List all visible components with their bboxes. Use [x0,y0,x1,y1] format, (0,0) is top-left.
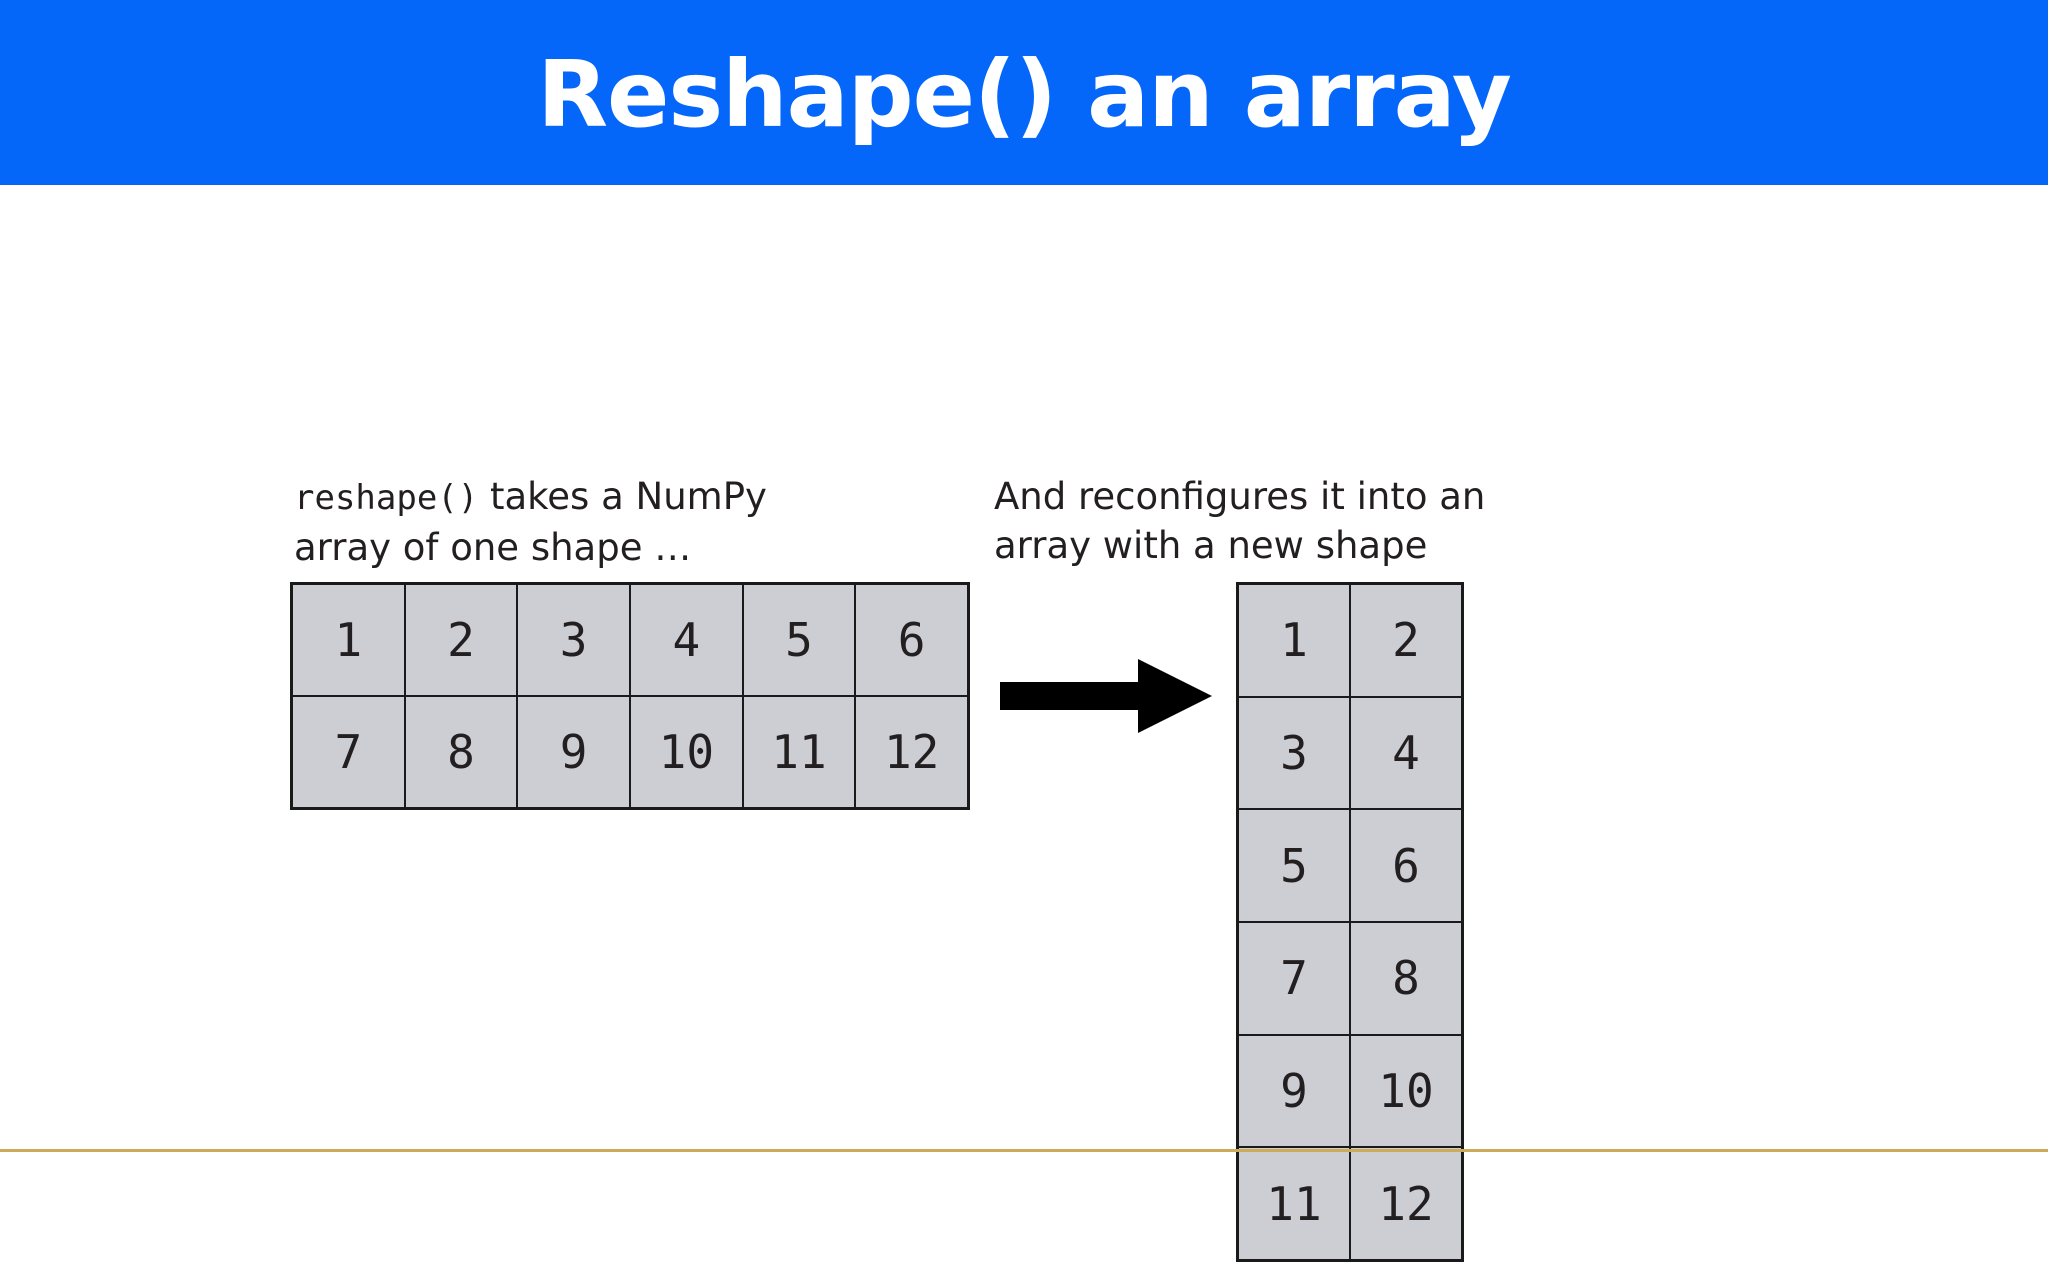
array-cell: 11 [1239,1148,1349,1259]
array-cell: 4 [630,585,742,695]
array-cell: 9 [518,697,629,807]
array-cell: 1 [1239,585,1349,696]
header-banner: Reshape() an array [0,0,2048,185]
array-cell: 6 [856,585,967,695]
array-cell: 3 [1239,697,1349,809]
array-cell: 5 [1239,810,1349,921]
array-cell: 6 [1351,810,1461,921]
array-cell: 1 [293,585,404,695]
array-cell: 9 [1239,1035,1349,1147]
array-cell: 12 [856,697,967,807]
array-cell: 11 [743,697,855,807]
array-cell: 4 [1351,697,1461,809]
source-array-grid: 1 2 3 4 5 6 7 8 9 10 11 12 [290,582,970,810]
array-cell: 3 [518,585,629,695]
array-cell: 12 [1351,1148,1461,1259]
array-cell: 2 [405,585,517,695]
array-cell: 8 [1351,922,1461,1034]
footer-rule [0,1149,2048,1152]
slide-body: reshape() takes a NumPy array of one sha… [0,185,2048,1262]
caption-left: reshape() takes a NumPy array of one sha… [294,423,854,572]
array-cell: 5 [743,585,855,695]
caption-left-code: reshape() [294,478,479,518]
array-cell: 7 [293,697,404,807]
array-cell: 10 [630,697,742,807]
array-cell: 10 [1351,1035,1461,1147]
right-arrow-icon [1000,659,1212,733]
array-cell: 8 [405,697,517,807]
page-title: Reshape() an array [537,40,1512,148]
array-cell: 2 [1351,585,1461,696]
caption-right-text: And reconfigures it into an array with a… [994,475,1486,567]
caption-right: And reconfigures it into an array with a… [994,423,1554,570]
result-array-grid: 1 2 3 4 5 6 7 8 9 10 11 12 [1236,582,1464,1262]
caption-left-text: takes a NumPy array of one shape … [294,475,767,569]
array-cell: 7 [1239,922,1349,1034]
